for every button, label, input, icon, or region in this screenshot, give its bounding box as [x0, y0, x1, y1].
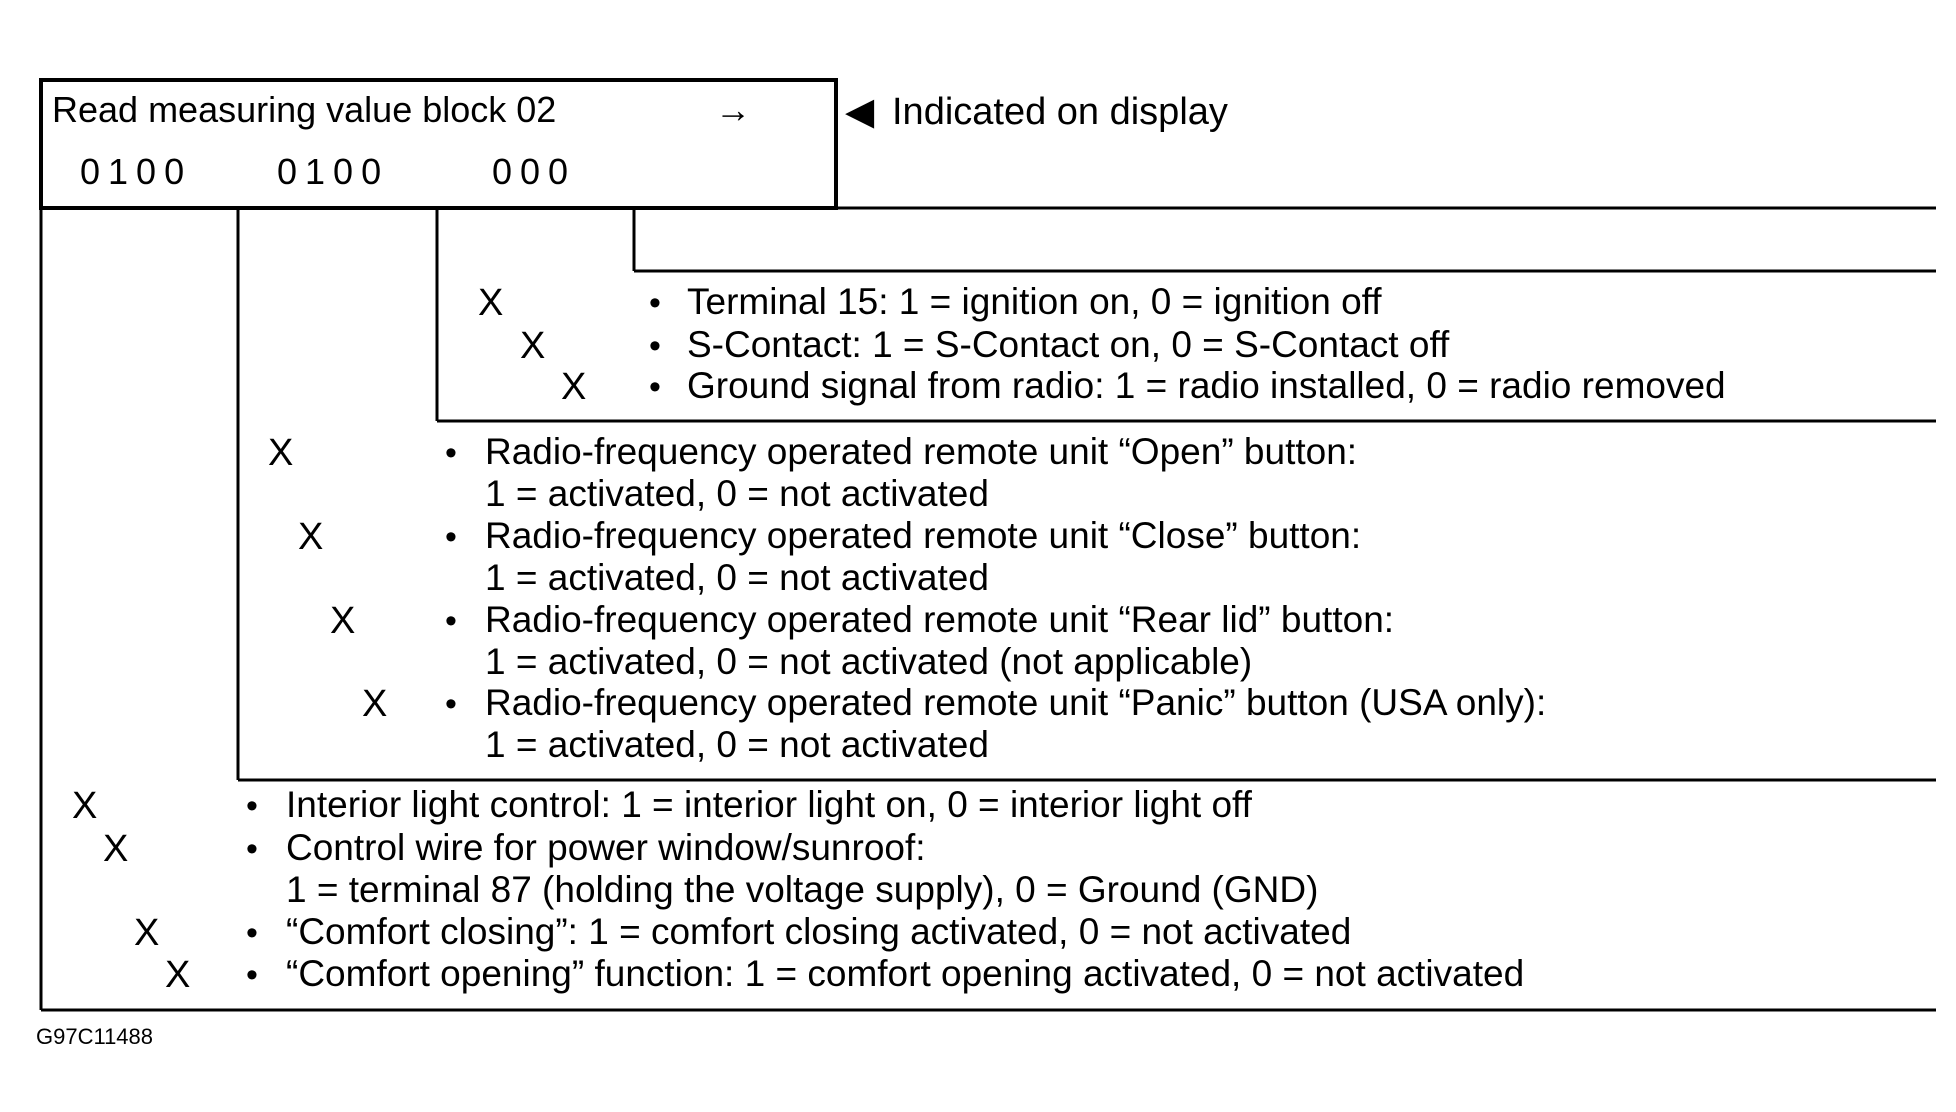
- item-text: S-Contact: 1 = S-Contact on, 0 = S-Conta…: [687, 324, 1450, 365]
- bullet: •: [246, 956, 258, 994]
- item-text: 1 = activated, 0 = not activated: [485, 724, 989, 765]
- display-value-3: 000: [492, 151, 576, 192]
- item-text: Radio-frequency operated remote unit “Re…: [485, 599, 1394, 640]
- bullet: •: [649, 327, 661, 365]
- bullet: •: [445, 434, 457, 472]
- group-field1: X • Interior light control: 1 = interior…: [72, 784, 1524, 996]
- pointer-icon: ◀: [845, 91, 875, 133]
- bit-mark: X: [298, 516, 323, 558]
- bullet: •: [445, 518, 457, 556]
- item-text: “Comfort opening” function: 1 = comfort …: [286, 953, 1524, 994]
- bit-mark: X: [561, 366, 586, 408]
- display-value-1: 0100: [80, 151, 192, 192]
- display-title: Read measuring value block 02: [52, 89, 556, 130]
- bullet: •: [649, 284, 661, 322]
- item-text: 1 = activated, 0 = not activated (not ap…: [485, 641, 1252, 682]
- bit-mark: X: [330, 600, 355, 642]
- bit-mark: X: [103, 828, 128, 870]
- item-text: Radio-frequency operated remote unit “Pa…: [485, 682, 1546, 723]
- item-text: “Comfort closing”: 1 = comfort closing a…: [286, 911, 1351, 952]
- annotation-text: Indicated on display: [892, 91, 1228, 133]
- item-text: 1 = activated, 0 = not activated: [485, 557, 989, 598]
- item-text: Radio-frequency operated remote unit “Cl…: [485, 515, 1361, 556]
- display-value-2: 0100: [277, 151, 389, 192]
- bullet: •: [246, 787, 258, 825]
- bit-mark: X: [520, 325, 545, 367]
- item-text: 1 = activated, 0 = not activated: [485, 473, 989, 514]
- group-field3: X • Terminal 15: 1 = ignition on, 0 = ig…: [478, 281, 1726, 408]
- bullet: •: [246, 830, 258, 868]
- bullet: •: [246, 914, 258, 952]
- bracket-lines: [39, 206, 1936, 1012]
- bit-mark: X: [165, 954, 190, 996]
- bit-mark: X: [268, 432, 293, 474]
- bullet: •: [649, 368, 661, 406]
- bit-mark: X: [478, 282, 503, 324]
- bit-mark: X: [72, 785, 97, 827]
- display-arrow: →: [715, 89, 751, 130]
- item-text: Interior light control: 1 = interior lig…: [286, 784, 1253, 825]
- bit-mark: X: [134, 912, 159, 954]
- item-text: Control wire for power window/sunroof:: [286, 827, 926, 868]
- bullet: •: [445, 685, 457, 723]
- group-field2: X • Radio-frequency operated remote unit…: [268, 431, 1546, 765]
- item-text: Ground signal from radio: 1 = radio inst…: [687, 365, 1726, 406]
- item-text: 1 = terminal 87 (holding the voltage sup…: [286, 869, 1318, 910]
- item-text: Terminal 15: 1 = ignition on, 0 = igniti…: [687, 281, 1382, 322]
- display-box: Read measuring value block 02 → 0100 010…: [39, 78, 838, 210]
- display-annotation: ◀ Indicated on display: [845, 91, 1228, 133]
- bit-mark: X: [362, 683, 387, 725]
- item-text: Radio-frequency operated remote unit “Op…: [485, 431, 1357, 472]
- bullet: •: [445, 602, 457, 640]
- figure-id: G97C11488: [36, 1024, 153, 1049]
